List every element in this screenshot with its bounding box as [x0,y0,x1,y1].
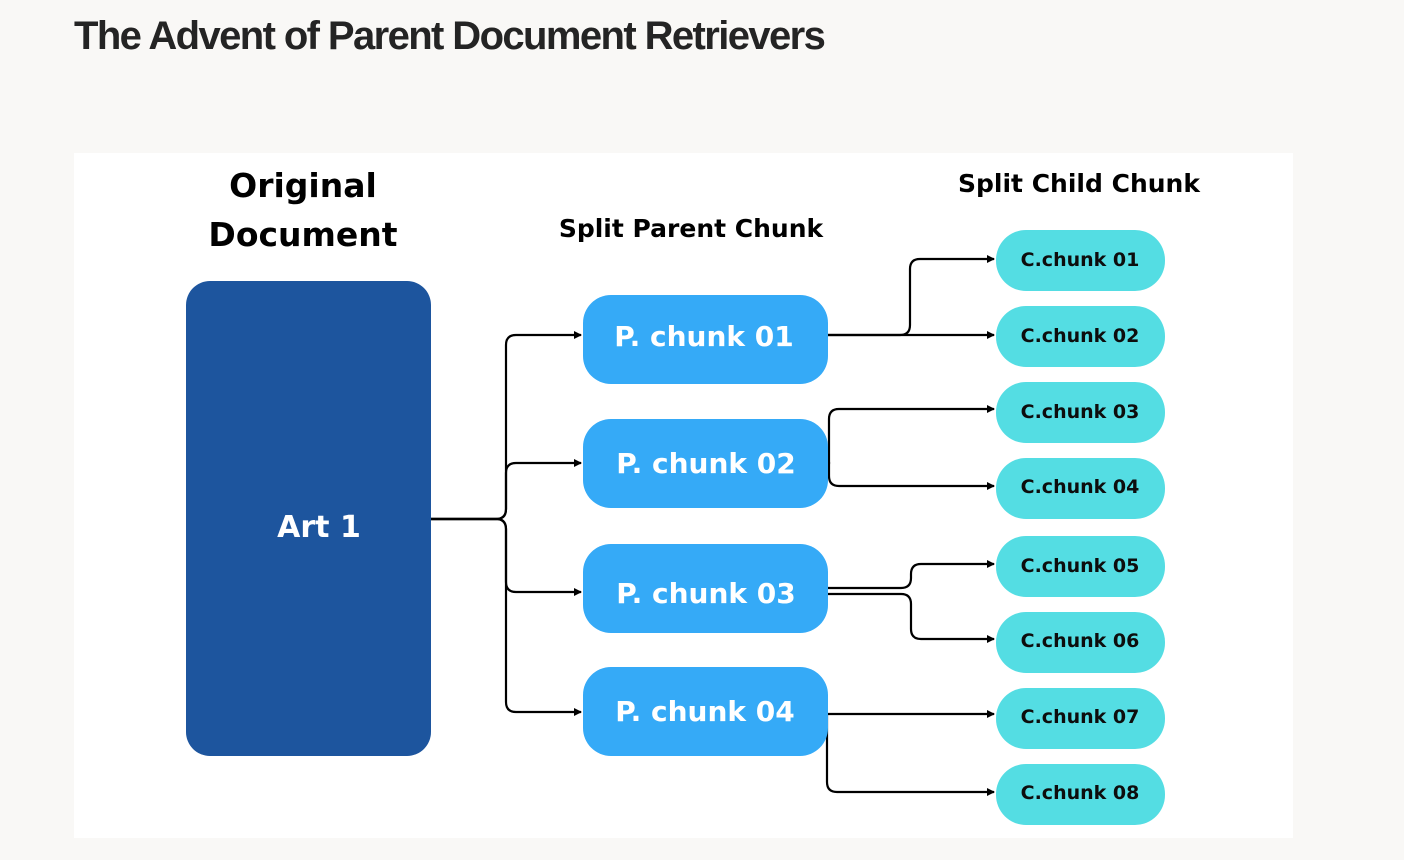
connector-parent-02-to-child-03 [826,405,995,465]
parent-chunk-shape [583,667,828,756]
child-chunk-shape [996,688,1165,749]
child-chunk-shape [996,306,1165,367]
parent-chunk-01: P. chunk 01 [583,295,828,384]
parent-chunk-label: P. chunk 03 [616,577,796,610]
heading-original-document-line2: Document [208,215,397,254]
child-chunk-04: C.chunk 04 [996,458,1165,519]
connector-parent-03-to-child-05 [826,560,995,590]
child-chunk-shape [996,230,1165,291]
child-chunk-02: C.chunk 02 [996,306,1165,367]
child-chunk-01: C.chunk 01 [996,230,1165,291]
parent-chunk-04: P. chunk 04 [583,667,828,756]
original-document-label: Art 1 [277,510,361,545]
child-chunk-08: C.chunk 08 [996,764,1165,825]
child-chunk-07: C.chunk 07 [996,688,1165,749]
parent-chunk-shape [583,419,828,508]
child-chunk-03: C.chunk 03 [996,382,1165,443]
connector-parent-03-to-child-06 [826,592,995,643]
original-document-shape [186,281,431,756]
child-chunk-label: C.chunk 05 [1021,555,1140,577]
parent-chunk-02: P. chunk 02 [583,419,828,508]
child-chunk-05: C.chunk 05 [996,536,1165,597]
parent-document-retriever-diagram: Original Document Split Parent Chunk Spl… [74,153,1293,838]
parent-chunk-shape [583,544,828,633]
child-chunk-label: C.chunk 08 [1021,782,1140,804]
heading-split-parent-chunk: Split Parent Chunk [559,214,825,243]
connector-parent-04-to-child-08 [825,712,995,796]
document-to-parent-connectors [431,331,582,716]
child-chunk-shape [996,764,1165,825]
parent-chunk-shape [583,295,828,384]
child-chunk-label: C.chunk 03 [1021,401,1140,423]
child-chunk-shape [996,612,1165,673]
child-chunk-06: C.chunk 06 [996,612,1165,673]
child-chunk-label: C.chunk 01 [1021,249,1140,271]
child-chunk-shape [996,536,1165,597]
connector-doc-to-parent-04 [431,517,582,716]
parent-to-child-connectors [825,255,995,796]
connector-parent-01-to-child-01 [826,255,995,337]
parent-chunk-label: P. chunk 04 [615,695,795,728]
original-document-box: Art 1 [186,281,431,756]
child-chunk-shape [996,382,1165,443]
child-chunk-label: C.chunk 02 [1021,325,1140,347]
connector-doc-to-parent-02 [431,459,582,521]
child-chunk-label: C.chunk 06 [1021,630,1140,652]
heading-original-document-line1: Original [229,166,377,205]
child-chunk-label: C.chunk 07 [1021,706,1140,728]
parent-chunk-03: P. chunk 03 [583,544,828,633]
heading-split-child-chunk: Split Child Chunk [958,169,1201,198]
parent-chunk-label: P. chunk 02 [616,447,796,480]
diagram-canvas: Original Document Split Parent Chunk Spl… [186,166,1201,825]
parent-chunk-label: P. chunk 01 [614,320,794,353]
child-chunk-shape [996,458,1165,519]
child-chunk-label: C.chunk 04 [1021,476,1140,498]
connector-parent-02-to-child-04 [826,461,995,490]
page-title: The Advent of Parent Document Retrievers [74,14,826,58]
